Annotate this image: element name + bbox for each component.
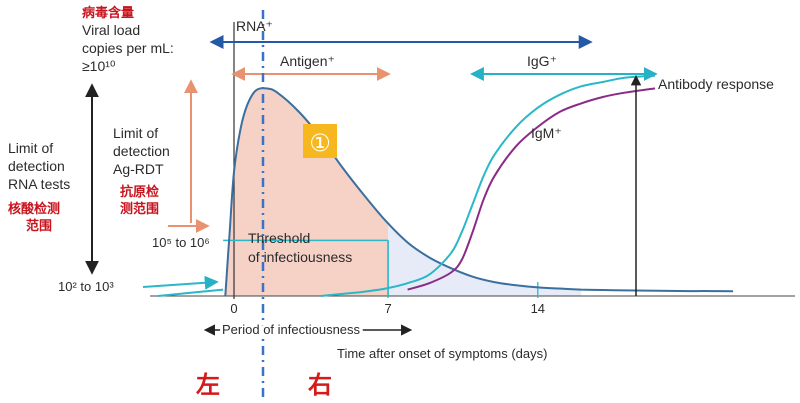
ag-limit-cn-line-1: 抗原检 — [120, 184, 159, 200]
infectious-area — [225, 88, 389, 296]
low-level-arrow — [142, 275, 219, 290]
early-viral-rise-line — [157, 288, 224, 297]
low-level-label: 10² to 10³ — [58, 279, 114, 294]
left-side-label: 左 — [196, 371, 220, 399]
marker-badge — [303, 124, 337, 158]
viral-load-label-line-3: ≥10¹⁰ — [82, 58, 116, 74]
threshold-label-line-1: Threshold — [248, 230, 310, 246]
marker-label: ① — [309, 129, 331, 157]
igg-line — [320, 74, 656, 297]
mid-level-label: 10⁵ to 10⁶ — [152, 235, 210, 250]
ag-limit-label-line-3: Ag-RDT — [113, 161, 164, 177]
rna-limit-label-line-1: Limit of — [8, 140, 53, 156]
x-axis-label: Time after onset of symptoms (days) — [337, 346, 547, 361]
x-tick-label-7: 7 — [384, 301, 391, 316]
viral-load-label-line-1: Viral load — [82, 22, 140, 38]
rna-range-label: RNA⁺ — [236, 18, 273, 34]
threshold-label-line-2: of infectiousness — [248, 249, 352, 265]
rna-limit-cn-line-2: 范围 — [26, 218, 52, 234]
viral-load-line — [224, 87, 734, 297]
rna-limit-label-line-2: detection — [8, 158, 65, 174]
igm-line — [407, 87, 656, 291]
post-infectious-area — [388, 223, 582, 296]
antibody-response-label: Antibody response — [658, 76, 774, 92]
x-tick-label-14: 14 — [531, 301, 545, 316]
infectiousness-period-label: Period of infectiousness — [222, 322, 361, 337]
igm-label: IgM⁺ — [531, 125, 562, 141]
rna-limit-cn-line-1: 核酸检测 — [8, 201, 60, 217]
right-side-label: 右 — [308, 371, 332, 399]
antigen-range-label: Antigen⁺ — [280, 53, 335, 69]
rna-limit-label-line-3: RNA tests — [8, 176, 70, 192]
viral-load-label-line-2: copies per mL: — [82, 40, 174, 56]
ag-limit-cn-line-2: 测范围 — [120, 201, 159, 217]
viral-load-cn-label: 病毒含量 — [82, 5, 134, 21]
ag-limit-label-line-1: Limit of — [113, 125, 158, 141]
ag-limit-label-line-2: detection — [113, 143, 170, 159]
x-tick-label-0: 0 — [230, 301, 237, 316]
igg-range-label: IgG⁺ — [527, 53, 557, 69]
